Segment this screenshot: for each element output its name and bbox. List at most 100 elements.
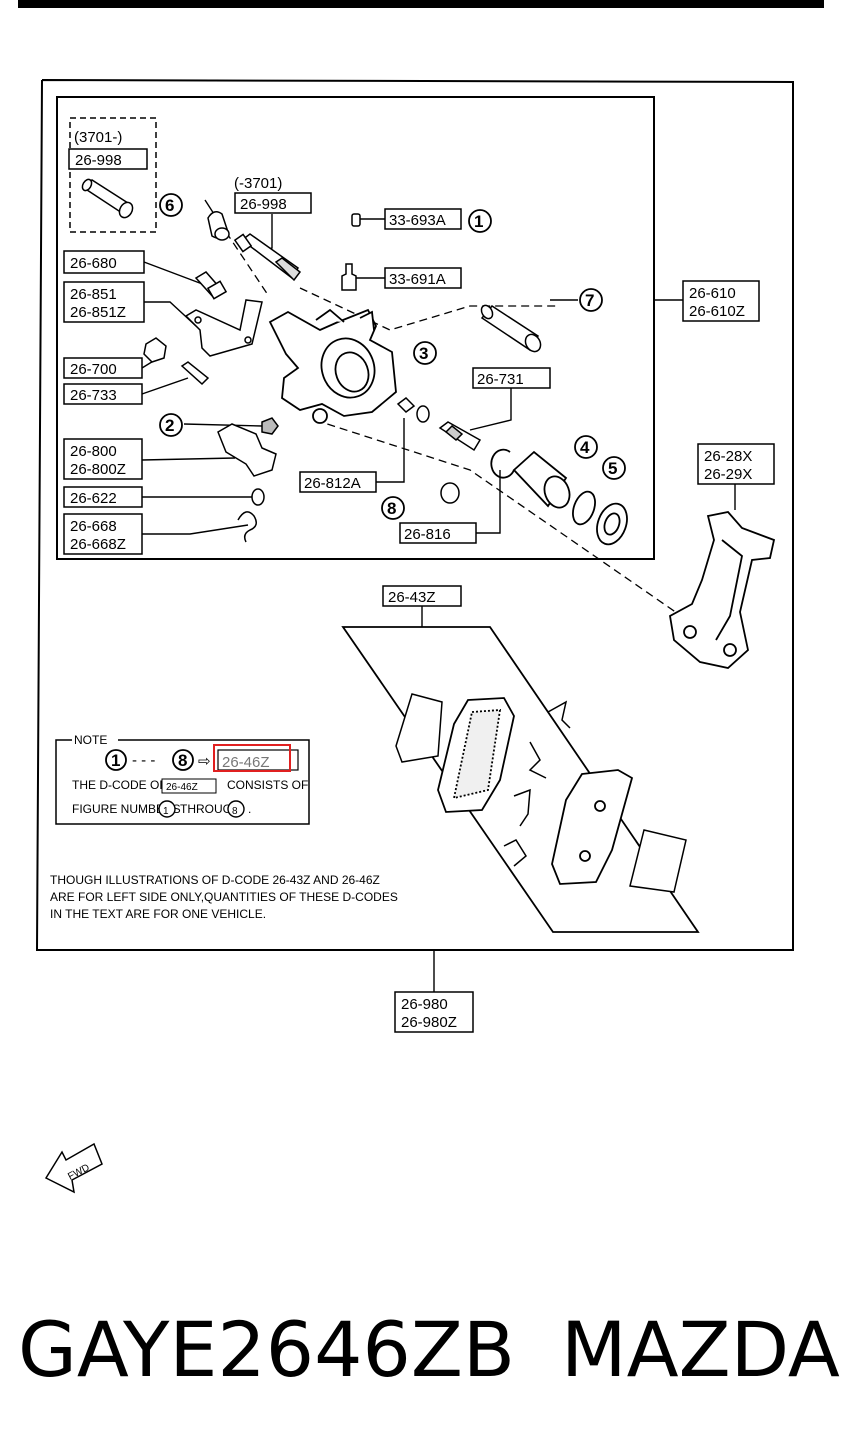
note-line1-a: THE D-CODE OF	[72, 778, 167, 792]
label-26-998-a-text: 26-998	[75, 152, 122, 169]
label-33-691a: 33-691A	[384, 267, 462, 289]
label-3701-new-text: (3701-)	[74, 129, 122, 146]
note-line1-code: 26-46Z	[166, 782, 198, 793]
label-26-668z-text: 26-668Z	[70, 536, 126, 553]
note-target-code: 26-46Z	[222, 754, 270, 771]
cable-bracket	[184, 299, 263, 357]
label-26-816-text: 26-816	[404, 526, 451, 543]
pad-shim-left	[395, 693, 443, 763]
washer-26-622	[251, 488, 265, 506]
assembly-dashed-lines	[225, 231, 691, 623]
top-bar	[18, 0, 824, 8]
label-26-998-b-text: 26-998	[240, 196, 287, 213]
label-26-733: 26-733	[63, 383, 143, 405]
note-arrow: ⇨	[198, 753, 211, 770]
callout-8-text: 8	[387, 499, 396, 518]
label-26-29x-text: 26-29X	[704, 466, 752, 483]
note-line2-a: FIGURE NUMBERS	[72, 802, 181, 816]
callout-5-text: 5	[608, 459, 617, 478]
callout-3-text: 3	[419, 344, 428, 363]
label-26-43z: 26-43Z	[382, 585, 462, 607]
label-26-812a: 26-812A	[299, 471, 377, 493]
bolt-26-680	[194, 271, 228, 300]
needle-bearing	[440, 482, 460, 504]
label-26-998-a: 26-998	[68, 148, 148, 170]
label-33-691a-text: 33-691A	[389, 271, 446, 288]
label-26-622: 26-622	[63, 486, 143, 508]
label-26-680-text: 26-680	[70, 255, 117, 272]
pad-clip-b	[503, 788, 531, 867]
label-26-680: 26-680	[63, 250, 145, 274]
callout-2: 2	[159, 413, 183, 437]
note-range-to: 8	[178, 751, 187, 770]
pad-clip-a	[528, 700, 571, 779]
pad-right	[551, 769, 634, 885]
adjuster-spindle	[438, 421, 482, 452]
label-3701-new: (3701-)	[74, 129, 122, 146]
label-3701-old: (-3701)	[234, 175, 282, 192]
callout-3: 3	[413, 341, 437, 365]
callout-4: 4	[574, 435, 598, 459]
pad-kit-box	[341, 626, 700, 933]
callout-4-text: 4	[580, 438, 590, 457]
callout-5: 5	[602, 456, 626, 480]
label-26-610-text: 26-610	[689, 285, 736, 302]
pin-boot	[207, 211, 230, 241]
label-26-998-b: 26-998	[234, 192, 312, 214]
label-26-43z-text: 26-43Z	[388, 589, 436, 606]
nut-26-700	[143, 337, 167, 363]
outer-frame	[35, 79, 794, 951]
pad-left	[437, 697, 515, 813]
caption: GAYE2646ZB MAZDA	[0, 1290, 864, 1410]
guide-pin-new	[81, 178, 134, 219]
piston-pin	[396, 397, 416, 413]
note-line2-from: 1	[163, 806, 169, 817]
callout-6: 6	[159, 193, 183, 217]
pad-shim-right	[629, 829, 687, 893]
callout-8: 8	[381, 496, 405, 520]
note-line1-b: CONSISTS OF	[227, 778, 308, 792]
circlip	[490, 448, 515, 479]
label-26-851-text: 26-851	[70, 286, 117, 303]
highlight-box	[213, 744, 291, 772]
note-heading: NOTE	[74, 733, 107, 747]
parts-diagram: (3701-) 26-998 (-3701) 26-998 33-693A 33…	[18, 0, 824, 1194]
label-26-851z-text: 26-851Z	[70, 304, 126, 321]
label-26-980-text: 26-980	[401, 996, 448, 1013]
label-26-28x: 26-28X 26-29X	[697, 443, 775, 485]
label-26-731: 26-731	[472, 367, 551, 389]
dust-boot	[596, 502, 628, 546]
footnote-line-2: ARE FOR LEFT SIDE ONLY,QUANTITIES OF THE…	[50, 890, 398, 904]
label-26-610: 26-610 26-610Z	[682, 280, 760, 322]
note-line2-mid: THROUGH	[180, 802, 241, 816]
note-range-from: 1	[111, 751, 120, 770]
callout-1-text: 1	[474, 212, 483, 231]
guide-bolt-long	[233, 233, 302, 282]
label-33-693a-text: 33-693A	[389, 212, 446, 229]
caliper-body	[268, 308, 397, 424]
note-line2-end: .	[248, 802, 251, 816]
slide-pin	[480, 304, 542, 353]
bleeder-cap	[351, 213, 361, 227]
label-26-733-text: 26-733	[70, 387, 117, 404]
footnote-line-1: THOUGH ILLUSTRATIONS OF D-CODE 26-43Z AN…	[50, 873, 380, 887]
note-box: NOTE 1 - - - 8 ⇨ 26-46Z THE D-CODE OF 26…	[55, 732, 310, 825]
note-line2-to: 8	[232, 806, 238, 817]
label-26-851: 26-851 26-851Z	[63, 281, 145, 323]
callout-1: 1	[468, 209, 492, 233]
o-ring	[416, 405, 430, 423]
return-spring	[237, 511, 257, 543]
label-26-700-text: 26-700	[70, 361, 117, 378]
part-number: GAYE2646ZB	[18, 1305, 516, 1394]
bleeder-screw	[341, 263, 357, 291]
label-26-812a-text: 26-812A	[304, 475, 361, 492]
label-26-800-text: 26-800	[70, 443, 117, 460]
fwd-arrow-icon: FWD	[44, 1142, 103, 1194]
callout-7: 7	[579, 288, 603, 312]
label-26-622-text: 26-622	[70, 490, 117, 507]
mounting-support	[669, 511, 776, 669]
bolt-26-733	[180, 361, 210, 386]
label-3701-old-text: (-3701)	[234, 175, 282, 192]
callout-2-text: 2	[165, 416, 174, 435]
brand-name: MAZDA	[561, 1305, 840, 1394]
